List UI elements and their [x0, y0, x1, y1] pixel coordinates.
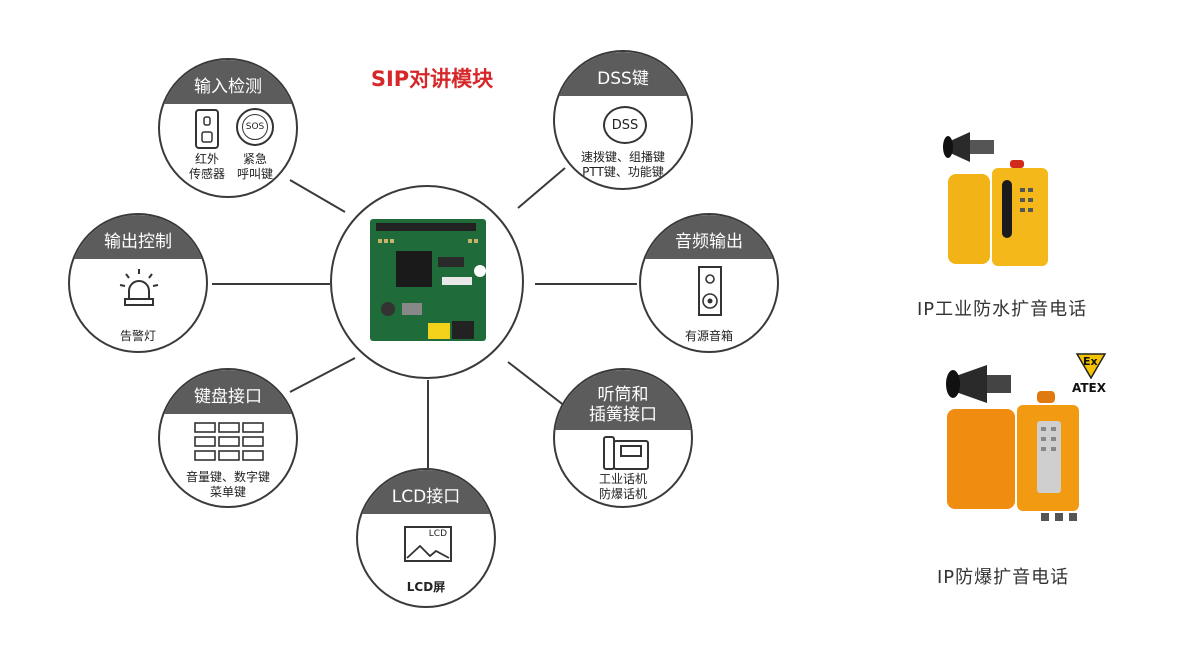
node-caption: 音频输出	[641, 215, 777, 259]
desk-phone-icon	[603, 436, 649, 470]
speaker-label: 有源音箱	[684, 329, 733, 343]
lcd-label: LCD屏	[406, 580, 446, 594]
label-line: 菜单键	[209, 485, 246, 499]
label-line: 速拨键、组播键	[580, 150, 665, 164]
label-line: 传感器	[188, 167, 225, 181]
ex-symbol-text: Ex	[1083, 355, 1098, 368]
dss-label: 速拨键、组播键 PTT键、功能键	[555, 150, 691, 180]
node-lcd: LCD接口 LCD LCD屏	[356, 468, 496, 608]
ir-sensor-label: 红外 传感器	[182, 152, 232, 182]
alarm-lamp-icon	[119, 269, 159, 306]
handset-label: 工业话机 防爆话机	[555, 472, 691, 502]
node-caption: 听筒和插簧接口	[555, 370, 691, 430]
ir-sensor-icon	[195, 109, 219, 149]
mountain-icon	[406, 544, 450, 559]
speaker-icon	[698, 266, 722, 316]
node-dss: DSS键 DSS 速拨键、组播键 PTT键、功能键	[553, 50, 693, 190]
label-line: 呼叫键	[236, 167, 273, 181]
caption-line: 插簧接口	[589, 405, 657, 425]
node-caption: 键盘接口	[160, 370, 296, 414]
ex-hazard-icon	[1075, 353, 1107, 379]
node-audio-output: 音频输出 有源音箱	[639, 213, 779, 353]
node-caption: 输入检测	[160, 60, 296, 104]
sos-text: SOS	[242, 114, 268, 140]
label-line: 音量键、数字键	[185, 470, 270, 484]
lcd-screen-icon: LCD	[404, 526, 452, 562]
sos-label: 紧急 呼叫键	[230, 152, 280, 182]
node-handset: 听筒和插簧接口 工业话机 防爆话机	[553, 368, 693, 508]
lcd-icon-text: LCD	[428, 529, 447, 539]
atex-text: ATEX	[1072, 381, 1106, 395]
caption-line: 听筒和	[597, 385, 649, 405]
pcb-board-image	[370, 219, 486, 341]
sos-button-icon: SOS	[236, 108, 274, 146]
node-caption: 输出控制	[70, 215, 206, 259]
label-line: 防爆话机	[598, 487, 647, 501]
node-caption: DSS键	[555, 52, 691, 96]
node-keyboard: 键盘接口 音量键、数字键 菜单键	[158, 368, 298, 508]
label-line: 紧急	[242, 152, 267, 166]
product-explosion-proof-label: IP防爆扩音电话	[937, 567, 1070, 588]
dss-button-icon: DSS	[603, 106, 647, 144]
waterproof-phone-image	[943, 132, 1048, 266]
node-output-control: 输出控制 告警灯	[68, 213, 208, 353]
product-waterproof-label: IP工业防水扩音电话	[917, 299, 1088, 320]
alarm-lamp-label: 告警灯	[119, 329, 156, 343]
node-input-detect: 输入检测 SOS 红外 传感器 紧急 呼叫键	[158, 58, 298, 198]
label-line: 红外	[194, 152, 219, 166]
label-line: PTT键、功能键	[582, 165, 664, 179]
diagram-title: SIP对讲模块	[370, 67, 494, 91]
label-line: 工业话机	[598, 472, 647, 486]
keyboard-label: 音量键、数字键 菜单键	[160, 470, 296, 500]
atex-badge: Ex ATEX	[1070, 353, 1114, 399]
line-keyboard	[289, 357, 356, 393]
explosion-proof-phone-image	[946, 365, 1079, 521]
keypad-icon	[194, 422, 264, 461]
center-module-node	[330, 185, 524, 379]
node-caption: LCD接口	[358, 470, 494, 514]
line-input-detect	[289, 179, 346, 213]
line-dss	[517, 167, 566, 209]
